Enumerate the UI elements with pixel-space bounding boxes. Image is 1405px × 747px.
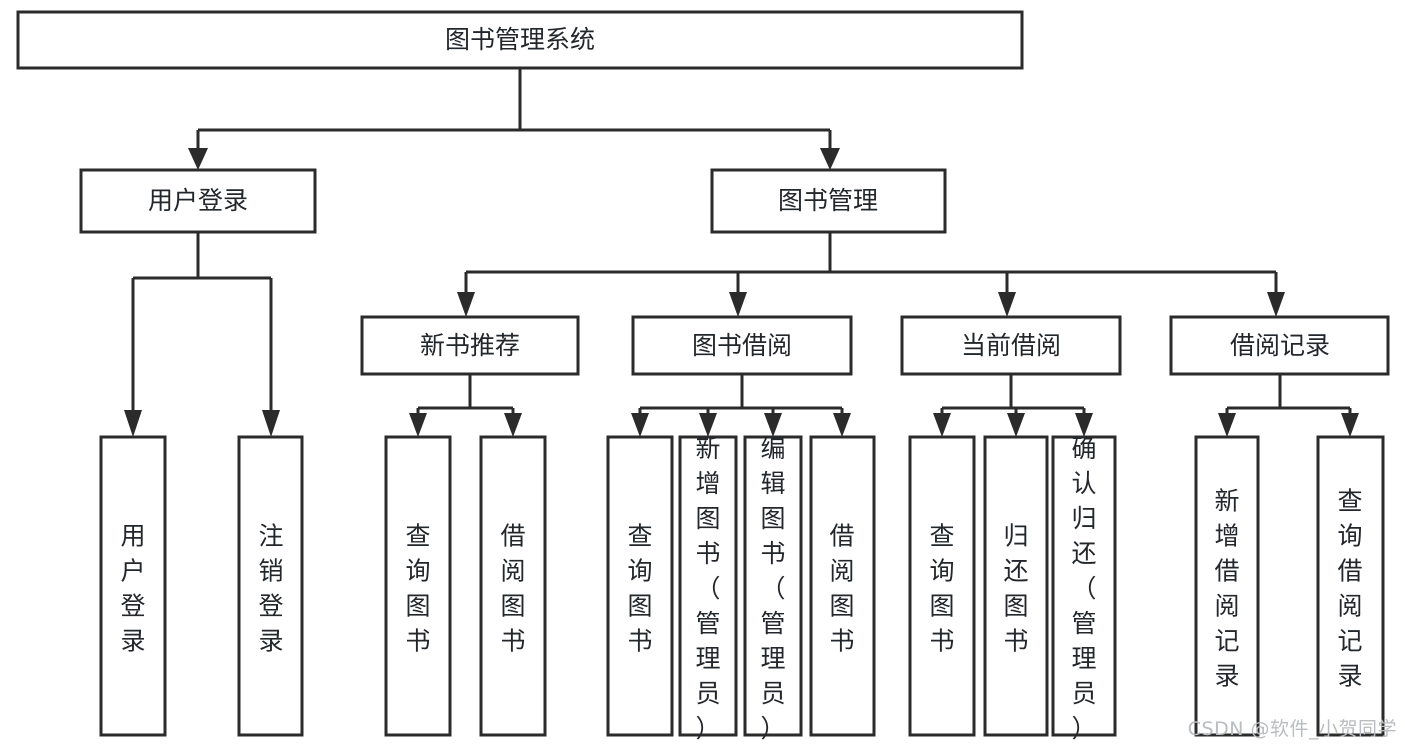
node-borrow-record[interactable]: 借阅记录 — [1169, 315, 1390, 376]
arrow-head-leaf-query-record — [1341, 413, 1359, 437]
leaf-borrow-book-2-label: 借阅图书 — [829, 522, 854, 656]
arrow-head-leaf-add-record — [1218, 413, 1236, 437]
node-root-box[interactable] — [16, 10, 1024, 70]
leaf-add-record-label: 新增借阅记录 — [1214, 487, 1239, 691]
leaf-query-record-box[interactable] — [1316, 435, 1385, 737]
arrow-head-leaf-confirm-return — [1075, 413, 1093, 437]
arrow-head-leaf-borrow-book-2 — [833, 413, 851, 437]
node-current-borrow-label: 当前借阅 — [961, 331, 1061, 360]
leaf-confirm-return-box[interactable] — [1051, 435, 1117, 737]
node-book-manage-label: 图书管理 — [778, 186, 878, 215]
leaf-edit-book[interactable]: 编辑图书（管理员） — [743, 434, 803, 743]
arrow-head-book-borrow — [729, 292, 747, 317]
node-book-borrow[interactable]: 图书借阅 — [631, 315, 853, 376]
leaf-query-book-3-box[interactable] — [908, 435, 976, 737]
connector-layer — [124, 68, 1359, 437]
leaf-add-book-box[interactable] — [678, 435, 738, 737]
leaf-borrow-book-1[interactable]: 借阅图书 — [479, 435, 547, 737]
node-book-manage-box[interactable] — [710, 168, 947, 234]
node-user-login[interactable]: 用户登录 — [79, 168, 317, 234]
leaf-user-logout-label: 注销登录 — [258, 522, 283, 656]
leaf-add-record-box[interactable] — [1194, 435, 1260, 737]
leaf-confirm-return[interactable]: 确认归还（管理员） — [1051, 434, 1117, 743]
leaf-return-book-box[interactable] — [983, 435, 1049, 737]
node-new-book-recommend-label: 新书推荐 — [420, 331, 520, 360]
leaf-query-book-1[interactable]: 查询图书 — [384, 435, 452, 737]
leaf-user-logout-box[interactable] — [237, 435, 304, 737]
leaf-add-record[interactable]: 新增借阅记录 — [1194, 435, 1260, 737]
arrow-head-borrow-record — [1267, 292, 1285, 317]
arrow-head-current-borrow — [998, 292, 1016, 317]
leaf-query-book-2-box[interactable] — [606, 435, 674, 737]
arrow-head-book-manage — [820, 148, 840, 170]
arrow-head-leaf-query-book-3 — [933, 413, 951, 437]
leaf-borrow-book-1-box[interactable] — [479, 435, 547, 737]
node-new-book-recommend-box[interactable] — [360, 315, 580, 376]
node-borrow-record-box[interactable] — [1169, 315, 1390, 376]
leaf-query-record[interactable]: 查询借阅记录 — [1316, 435, 1385, 737]
leaf-borrow-book-2[interactable]: 借阅图书 — [809, 435, 876, 737]
arrow-head-leaf-query-book-2 — [631, 413, 649, 437]
leaf-add-book-label: 新增图书（管理员） — [695, 434, 720, 743]
node-new-book-recommend[interactable]: 新书推荐 — [360, 315, 580, 376]
arrow-head-leaf-borrow-book-1 — [504, 413, 522, 437]
node-root[interactable]: 图书管理系统 — [16, 10, 1024, 70]
leaf-query-book-1-label: 查询图书 — [405, 522, 430, 656]
leaf-user-logout[interactable]: 注销登录 — [237, 435, 304, 737]
leaf-query-book-3-label: 查询图书 — [929, 522, 954, 656]
arrow-head-new-book-recommend — [457, 292, 475, 317]
arrow-head-leaf-edit-book — [764, 413, 782, 437]
arrow-head-leaf-user-login — [124, 410, 142, 437]
leaf-edit-book-box[interactable] — [743, 435, 803, 737]
leaf-query-book-3[interactable]: 查询图书 — [908, 435, 976, 737]
node-current-borrow[interactable]: 当前借阅 — [900, 315, 1122, 376]
leaf-return-book-label: 归还图书 — [1003, 522, 1028, 656]
arrow-head-leaf-query-book-1 — [409, 413, 427, 437]
node-book-manage[interactable]: 图书管理 — [710, 168, 947, 234]
leaf-query-book-2[interactable]: 查询图书 — [606, 435, 674, 737]
node-book-borrow-label: 图书借阅 — [692, 331, 792, 360]
node-root-label: 图书管理系统 — [445, 25, 595, 54]
leaf-return-book[interactable]: 归还图书 — [983, 435, 1049, 737]
leaf-borrow-book-1-label: 借阅图书 — [500, 522, 525, 656]
node-user-login-box[interactable] — [79, 168, 317, 234]
arrow-head-leaf-return-book — [1007, 413, 1025, 437]
leaf-user-login[interactable]: 用户登录 — [99, 435, 167, 737]
leaf-confirm-return-label: 确认归还（管理员） — [1071, 434, 1096, 743]
arrow-head-leaf-user-logout — [262, 410, 280, 437]
watermark: CSDN @软件_小贺同学 — [1187, 718, 1397, 740]
node-user-login-label: 用户登录 — [148, 186, 248, 215]
leaf-add-book[interactable]: 新增图书（管理员） — [678, 434, 738, 743]
leaf-query-book-2-label: 查询图书 — [627, 522, 652, 656]
leaf-user-login-box[interactable] — [99, 435, 167, 737]
leaf-query-record-label: 查询借阅记录 — [1337, 487, 1362, 691]
leaf-edit-book-label: 编辑图书（管理员） — [760, 434, 785, 743]
node-book-borrow-box[interactable] — [631, 315, 853, 376]
leaf-query-book-1-box[interactable] — [384, 435, 452, 737]
leaf-borrow-book-2-box[interactable] — [809, 435, 876, 737]
leaf-user-login-label: 用户登录 — [120, 522, 145, 656]
arrow-head-user-login — [188, 148, 208, 170]
node-borrow-record-label: 借阅记录 — [1230, 331, 1330, 360]
node-current-borrow-box[interactable] — [900, 315, 1122, 376]
arrow-head-leaf-add-book — [699, 413, 717, 437]
